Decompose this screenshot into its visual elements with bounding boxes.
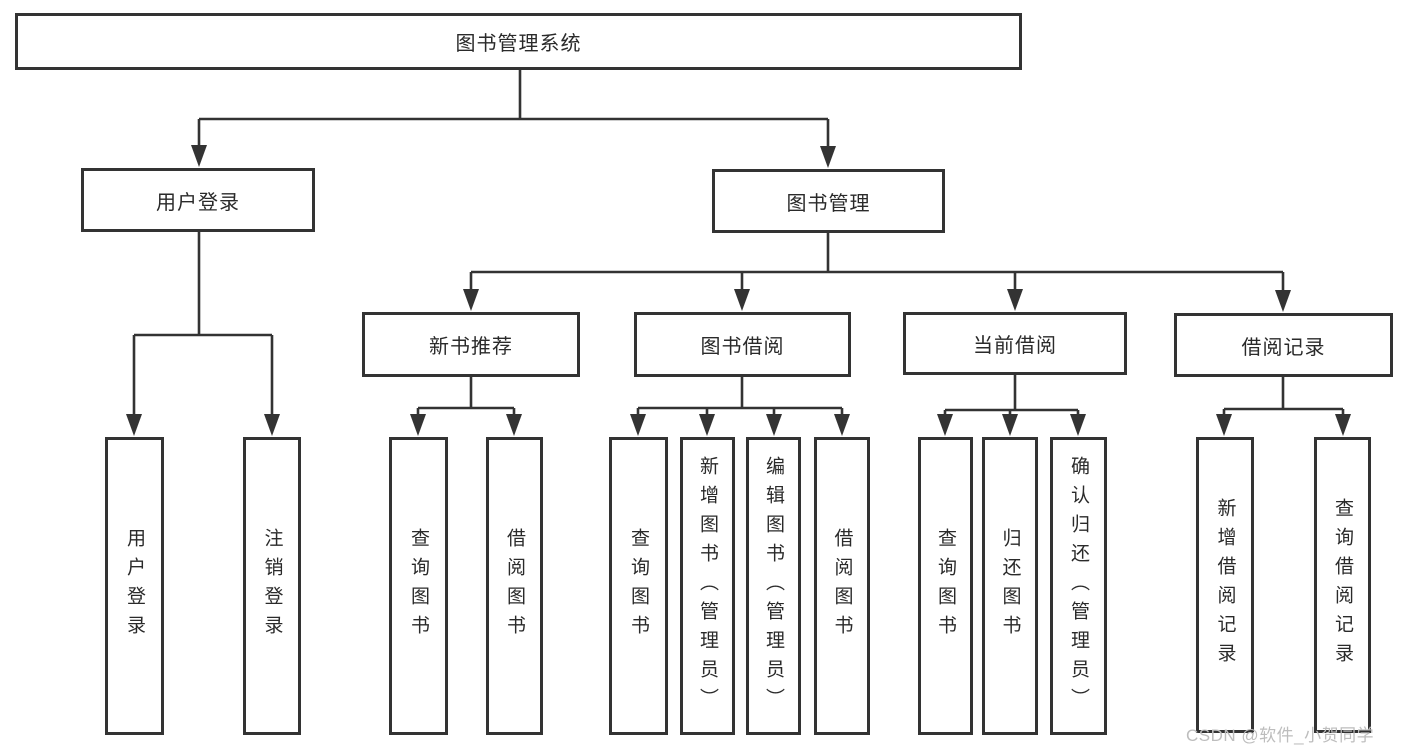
node-library-system-root: 图书管理系统 [15, 13, 1022, 70]
arrowheads [126, 145, 1351, 436]
leaf-query-books-borrow: 查询图书 [609, 437, 668, 735]
node-label: 查询图书 [935, 528, 956, 644]
node-book-borrowing: 图书借阅 [634, 312, 851, 377]
node-label: 确认归还（管理员） [1068, 455, 1089, 717]
leaf-confirm-return-admin: 确认归还（管理员） [1050, 437, 1107, 735]
node-label: 借阅图书 [831, 528, 853, 644]
node-label: 用户登录 [156, 191, 240, 214]
leaf-logout: 注销登录 [243, 437, 301, 735]
node-current-borrowing: 当前借阅 [903, 312, 1127, 375]
leaf-query-books-recommend: 查询图书 [389, 437, 448, 735]
leaf-return-books: 归还图书 [982, 437, 1038, 735]
leaf-add-borrow-record: 新增借阅记录 [1196, 437, 1254, 733]
node-label: 注销登录 [261, 528, 283, 644]
node-label: 编辑图书（管理员） [763, 455, 784, 717]
node-label: 图书管理 [786, 192, 871, 215]
leaf-add-books-admin: 新增图书（管理员） [680, 437, 735, 735]
node-label: 查询借阅记录 [1332, 498, 1353, 672]
node-label: 当前借阅 [973, 335, 1057, 357]
leaf-user-login: 用户登录 [105, 437, 164, 735]
node-borrowing-records: 借阅记录 [1174, 313, 1393, 377]
node-label: 查询图书 [408, 528, 429, 644]
node-label: 新增图书（管理员） [697, 455, 718, 717]
node-label: 新增借阅记录 [1214, 498, 1236, 672]
node-label: 借阅图书 [504, 528, 525, 644]
csdn-watermark: CSDN @软件_小贺同学 [1186, 726, 1375, 745]
node-label: 归还图书 [999, 528, 1021, 644]
node-book-management: 图书管理 [712, 169, 945, 233]
leaf-borrow-books: 借阅图书 [814, 437, 870, 735]
node-new-book-recommendation: 新书推荐 [362, 312, 580, 377]
node-label: 查询图书 [628, 528, 649, 644]
node-label: 用户登录 [124, 528, 145, 644]
leaf-query-books-current: 查询图书 [918, 437, 973, 735]
node-label: 新书推荐 [429, 336, 513, 358]
node-label: 借阅记录 [1241, 336, 1326, 359]
leaf-borrow-books-recommend: 借阅图书 [486, 437, 543, 735]
node-label: 图书管理系统 [455, 33, 582, 55]
node-label: 图书借阅 [700, 336, 785, 358]
leaf-edit-books-admin: 编辑图书（管理员） [746, 437, 801, 735]
node-user-login: 用户登录 [81, 168, 315, 232]
leaf-query-borrow-record: 查询借阅记录 [1314, 437, 1371, 733]
